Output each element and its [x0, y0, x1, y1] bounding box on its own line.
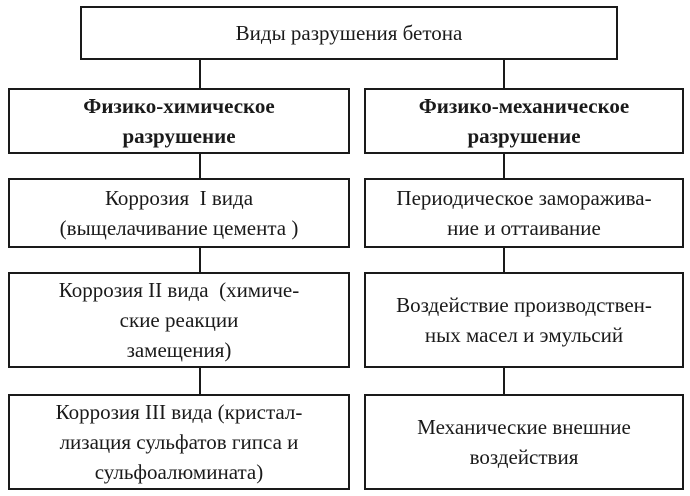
text-line: Физико-химическое	[83, 94, 275, 118]
text-line: Воздействие производствен-	[396, 293, 652, 317]
text-line: Коррозия III вида (кристал-	[55, 400, 303, 424]
right-category-box: Физико-механическое разрушение	[364, 88, 684, 154]
left-item-box-3: Коррозия III вида (кристал-лизация сульф…	[8, 394, 350, 490]
text-line: ские реакции	[119, 308, 239, 332]
text-line: лизация сульфатов гипса и	[59, 430, 299, 454]
right-category-label: Физико-механическое разрушение	[419, 91, 630, 151]
left-item-box-2: Коррозия II вида (химиче-ские реакции зам…	[8, 272, 350, 368]
text-line: разрушение	[467, 124, 581, 148]
root-label: Виды разрушения бетона	[235, 21, 463, 45]
right-item-label: Механические внешние воздействия	[417, 412, 631, 472]
text-line: Физико-механическое	[418, 94, 630, 118]
left-item-label: Коррозия I вида (выщелачивание цемента )	[60, 183, 299, 243]
text-line: разрушение	[122, 124, 236, 148]
right-item-box-2: Воздействие производствен-ных масел и эм…	[364, 272, 684, 368]
left-category-label: Физико-химическое разрушение	[83, 91, 274, 151]
left-category-box: Физико-химическое разрушение	[8, 88, 350, 154]
right-item-box-3: Механические внешние воздействия	[364, 394, 684, 490]
text-line: ных масел и эмульсий	[424, 323, 624, 347]
text-line: воздействия	[469, 445, 579, 469]
left-item-box-1: Коррозия I вида (выщелачивание цемента )	[8, 178, 350, 248]
text-line: замещения)	[126, 338, 232, 362]
text-line: Коррозия II вида (химиче-	[58, 278, 300, 302]
right-item-label: Периодическое заморажива-ние и оттаивани…	[396, 183, 651, 243]
text-line: Коррозия I вида	[104, 186, 254, 210]
text-line: Периодическое заморажива-	[396, 186, 652, 210]
left-item-label: Коррозия III вида (кристал-лизация сульф…	[56, 397, 303, 487]
root-box: Виды разрушения бетона	[80, 6, 618, 60]
text-line: Механические внешние	[417, 415, 631, 439]
text-line: ние и оттаивание	[447, 216, 601, 240]
right-item-label: Воздействие производствен-ных масел и эм…	[396, 290, 652, 350]
text-line: сульфоалюмината)	[94, 460, 264, 484]
text-line: (выщелачивание цемента )	[59, 216, 299, 240]
left-item-label: Коррозия II вида (химиче-ские реакции зам…	[59, 275, 299, 365]
right-item-box-1: Периодическое заморажива-ние и оттаивани…	[364, 178, 684, 248]
